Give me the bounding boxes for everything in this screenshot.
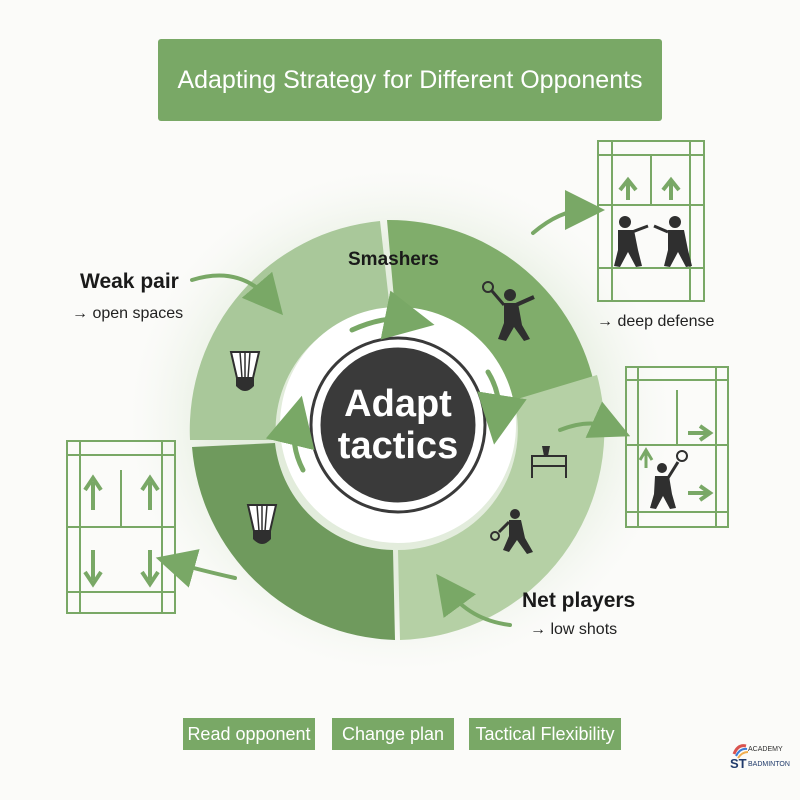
title-banner: Adapting Strategy for Different Opponent… — [158, 39, 662, 121]
doubles-players-icon — [614, 216, 692, 267]
segment-label-smashers: Smashers — [348, 249, 439, 270]
logo-mark-icon: ACADEMY ST BADMINTON — [730, 744, 790, 771]
shuttlecock-icon — [229, 351, 261, 391]
tag-read-opponent: Read opponent — [183, 718, 315, 750]
segment-bottom-left[interactable] — [192, 443, 395, 640]
court-diagram-icon — [625, 366, 729, 528]
court-diagram-icon — [597, 140, 705, 302]
court-diagram-icon — [66, 440, 176, 614]
segment-smashers[interactable] — [387, 219, 594, 402]
player-icon — [650, 450, 688, 509]
connector-arrow-icon — [155, 190, 631, 627]
segment-net-players[interactable] — [398, 375, 605, 640]
academy-logo: ACADEMY ST BADMINTON — [728, 740, 790, 776]
shuttlecock-icon — [246, 504, 278, 544]
hub-line-2: tactics — [337, 425, 459, 467]
segment-note-net-players: → low shots — [530, 621, 618, 638]
segment-label-net-players: Net players — [522, 589, 636, 612]
logo-line-1: ACADEMY — [748, 746, 783, 753]
segment-label-weak-pair: Weak pair — [80, 270, 179, 293]
cycle-arrow-icon — [265, 290, 527, 473]
segment-note-smashers: → deep defense — [597, 313, 715, 330]
net-player-icon — [490, 509, 533, 554]
segment-note-weak-pair: → open spaces — [72, 305, 184, 322]
hub-label: Adapt tactics — [318, 383, 478, 467]
smash-player-icon — [482, 281, 535, 341]
logo-line-3: BADMINTON — [748, 761, 790, 768]
page-title: Adapting Strategy for Different Opponent… — [177, 65, 643, 94]
tag-tactical-flexibility: Tactical Flexibility — [469, 718, 621, 750]
tag-change-plan: Change plan — [332, 718, 454, 750]
hub-line-1: Adapt — [344, 383, 452, 425]
logo-line-2: ST — [730, 756, 747, 771]
net-icon — [531, 446, 567, 478]
